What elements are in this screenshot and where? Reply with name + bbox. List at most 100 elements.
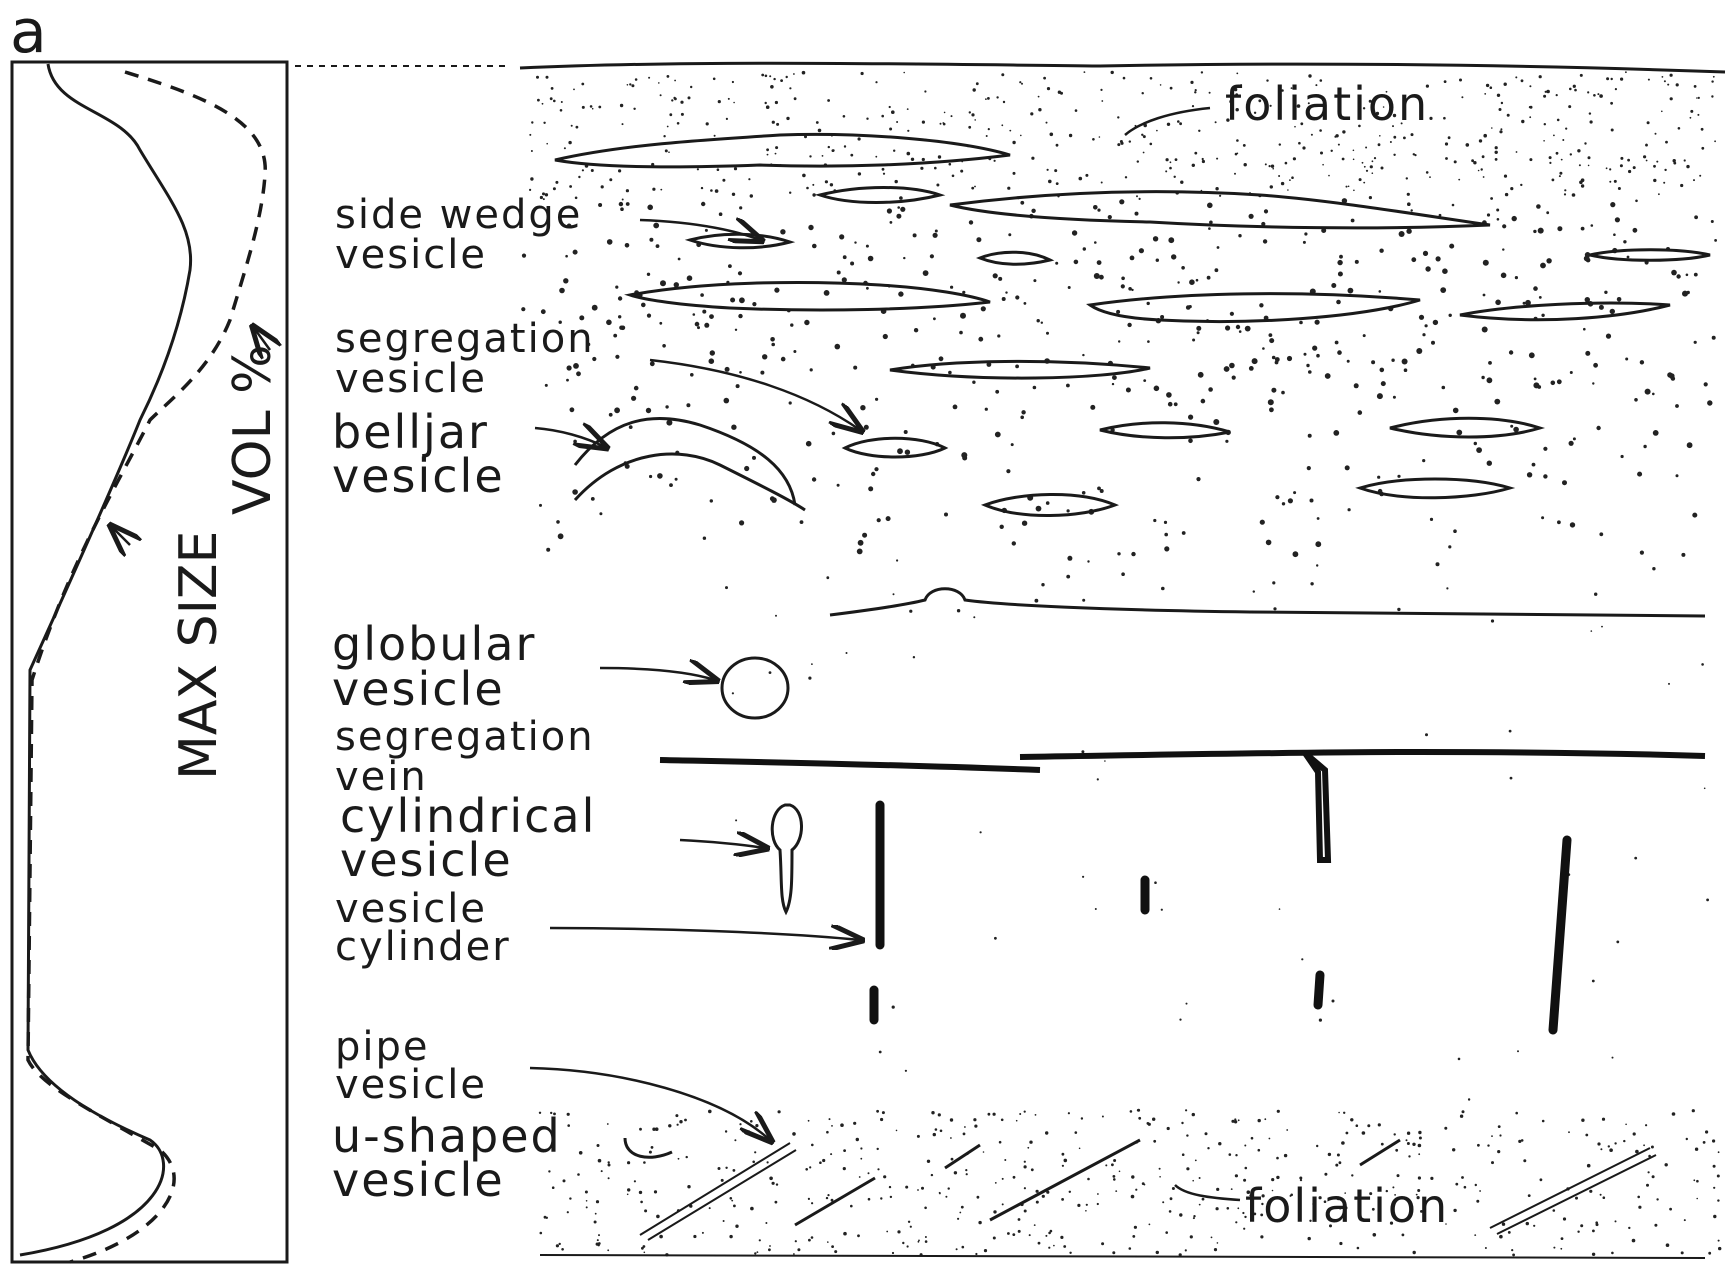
stipple-dot: [1224, 366, 1230, 372]
stipple-dot: [896, 121, 898, 123]
stipple-dot: [1456, 430, 1462, 436]
stipple-dot: [843, 1149, 846, 1152]
stipple-dot: [1496, 209, 1499, 212]
stipple-dot: [581, 83, 584, 86]
stipple-dot: [1610, 309, 1615, 314]
stipple-dot: [567, 1124, 570, 1127]
stipple-dot: [911, 158, 914, 161]
stipple-dot: [811, 1202, 813, 1204]
stipple-dot: [1213, 419, 1219, 425]
stipple-dot: [1637, 1196, 1640, 1199]
stipple-dot: [1108, 215, 1112, 219]
stipple-dot: [752, 302, 756, 306]
stipple-dot: [1316, 564, 1318, 566]
stipple-dot: [1665, 1163, 1668, 1166]
stipple-dot: [1335, 1164, 1338, 1167]
stipple-dot: [1633, 1132, 1636, 1135]
stipple-dot: [1354, 383, 1359, 388]
stipple-dot: [1365, 147, 1367, 149]
stipple-dot: [1301, 958, 1303, 960]
vol-percent-curve: [28, 72, 265, 1262]
stipple-dot: [620, 104, 623, 107]
stipple-dot: [718, 100, 721, 103]
stipple-dot: [1358, 410, 1363, 415]
stipple-dot: [1557, 520, 1561, 524]
stipple-dot: [988, 1113, 991, 1116]
stipple-dot: [1272, 581, 1275, 584]
top-surface: [520, 63, 1725, 72]
stipple-dot: [585, 1191, 588, 1194]
stipple-dot: [701, 187, 703, 189]
stipple-dot: [1009, 130, 1011, 132]
stipple-dot: [976, 237, 981, 242]
stipple-dot: [1557, 379, 1562, 384]
stipple-dot: [693, 1235, 696, 1238]
stipple-dot: [874, 467, 878, 471]
stipple-dot: [1418, 1153, 1420, 1155]
stipple-dot: [1159, 1176, 1161, 1178]
stipple-dot: [1174, 402, 1178, 406]
stipple-dot: [1293, 157, 1296, 160]
stipple-dot: [1570, 522, 1575, 527]
stipple-dot: [1436, 256, 1441, 261]
stipple-dot: [1186, 1167, 1189, 1170]
stipple-dot: [1553, 135, 1555, 137]
stipple-dot: [1491, 1161, 1494, 1164]
stipple-dot: [866, 118, 868, 120]
stipple-dot: [830, 183, 833, 186]
stipple-dot: [1172, 1187, 1175, 1190]
stipple-dot: [579, 1151, 583, 1155]
stipple-dot: [1165, 170, 1167, 172]
stipple-dot: [1272, 168, 1274, 170]
stipple-dot: [1455, 1183, 1458, 1186]
stipple-dot: [1610, 102, 1613, 105]
stipple-dot: [1499, 130, 1502, 133]
stipple-dot: [769, 671, 772, 674]
stipple-dot: [974, 119, 976, 121]
stipple-dot: [1442, 268, 1448, 274]
stipple-dot: [1483, 294, 1486, 297]
stipple-dot: [832, 432, 836, 436]
stipple-dot: [1491, 619, 1494, 622]
stipple-dot: [1620, 157, 1623, 160]
stipple-dot: [669, 113, 672, 116]
stipple-dot: [1273, 607, 1276, 610]
stipple-dot: [592, 305, 598, 311]
stipple-dot: [1488, 361, 1492, 365]
stipple-dot: [1147, 302, 1150, 305]
stipple-dot: [922, 158, 925, 161]
stipple-dot: [1055, 262, 1058, 265]
stipple-dot: [1397, 608, 1400, 611]
stipple-dot: [1611, 1252, 1614, 1255]
stipple-dot: [660, 189, 662, 191]
stipple-dot: [1024, 1210, 1027, 1213]
stipple-dot: [786, 117, 789, 120]
stipple-dot: [665, 405, 668, 408]
stipple-dot: [1036, 506, 1042, 512]
stipple-dot: [902, 1242, 904, 1244]
stipple-dot: [1119, 199, 1124, 204]
stipple-dot: [893, 150, 895, 152]
stipple-dot: [618, 296, 622, 300]
stipple-dot: [1225, 325, 1230, 330]
stipple-dot: [709, 358, 715, 364]
stipple-dot: [1346, 186, 1348, 188]
stipple-dot: [1082, 876, 1084, 878]
stipple-dot: [752, 456, 756, 460]
stipple-dot: [1284, 1154, 1287, 1157]
stipple-dot: [1214, 1248, 1217, 1251]
stipple-dot: [1483, 260, 1489, 266]
stipple-dot: [1225, 440, 1228, 443]
stipple-dot: [1541, 314, 1544, 317]
stipple-dot: [680, 101, 683, 104]
stipple-dot: [1495, 146, 1498, 149]
stipple-dot: [1249, 366, 1254, 371]
stipple-dot: [921, 1187, 924, 1190]
stipple-dot: [1218, 1142, 1221, 1145]
stipple-dot: [1561, 159, 1563, 161]
stipple-dot: [1285, 162, 1288, 165]
stipple-dot: [686, 1156, 688, 1158]
stipple-dot: [1217, 1242, 1219, 1244]
stipple-dot: [1510, 187, 1513, 190]
stipple-dot: [1236, 139, 1239, 142]
